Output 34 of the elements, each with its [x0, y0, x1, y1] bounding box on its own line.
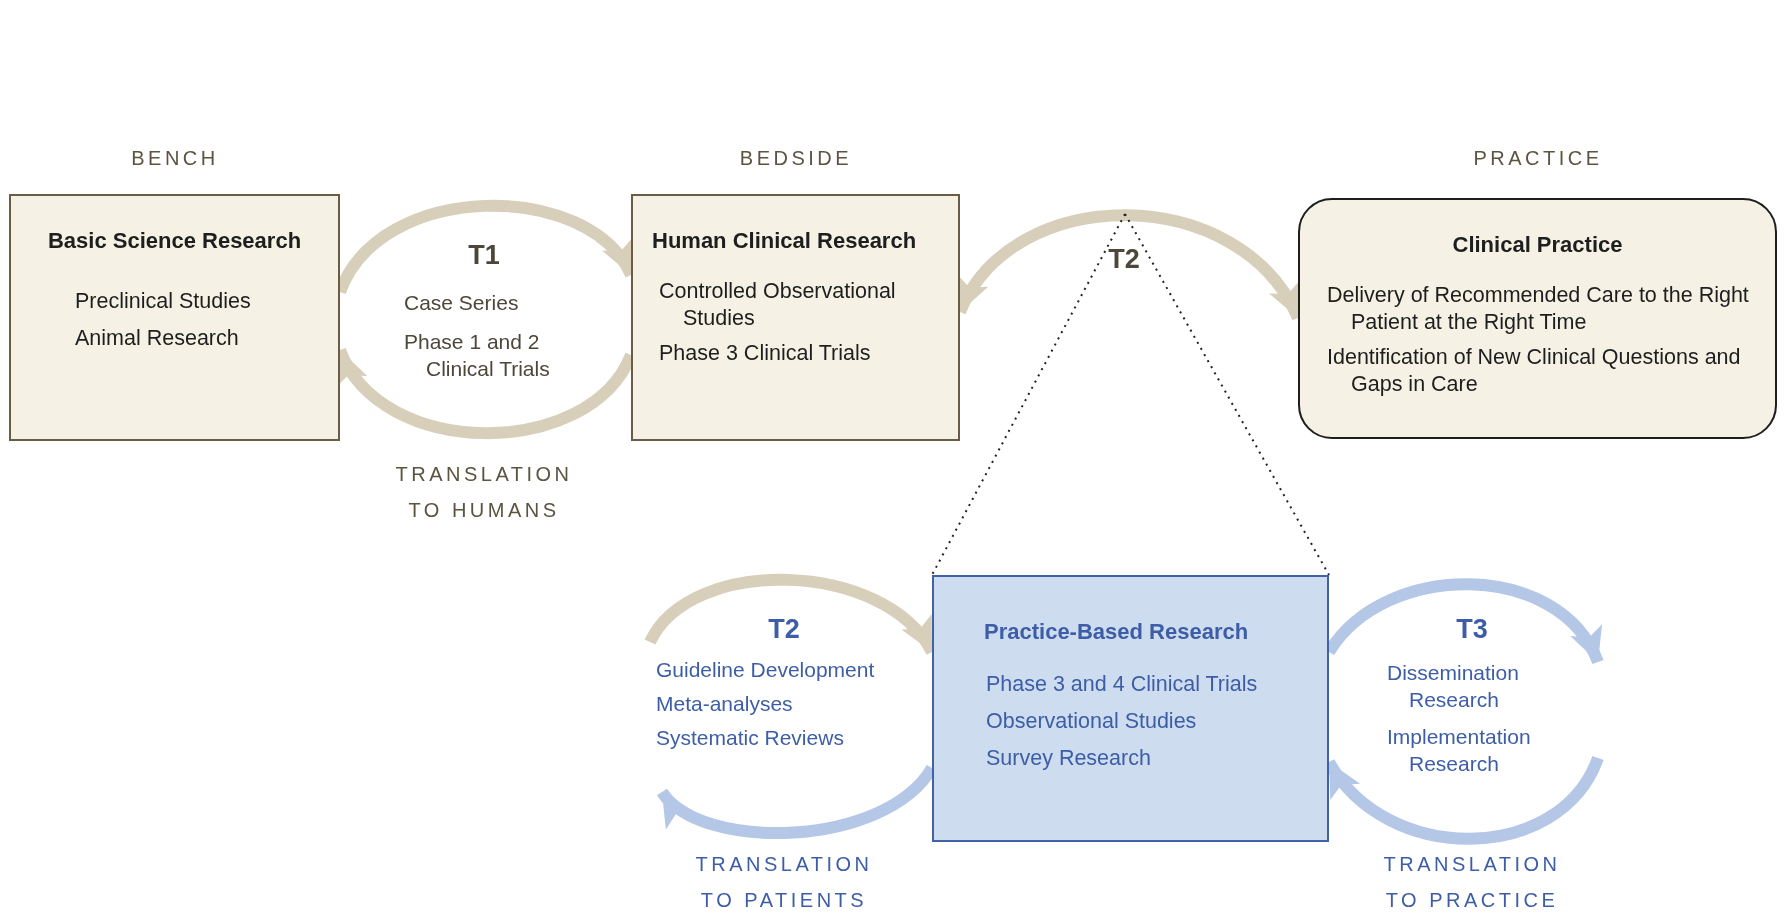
research-box	[631, 194, 960, 441]
study-type: Phase 1 and 2 Clinical Trials	[404, 329, 551, 382]
box-item: Observational Studies	[986, 708, 1198, 735]
box-item: Phase 3 and 4 Clinical Trials	[986, 671, 1259, 698]
translation-caption: TRANSLATION TO PATIENTS	[694, 852, 874, 913]
research-box	[9, 194, 340, 441]
box-item: Animal Research	[75, 325, 240, 352]
box-item: Delivery of Recommended Care to the Right Patient at the Right Time	[1327, 282, 1750, 336]
column-heading: BEDSIDE	[738, 146, 854, 171]
stage-label: T3	[1455, 616, 1489, 643]
box-heading: Basic Science Research	[47, 228, 302, 254]
box-item: Identification of New Clinical Questions and Gaps in Care	[1327, 344, 1742, 398]
study-type: Implementation Research	[1387, 724, 1532, 777]
box-item: Survey Research	[986, 745, 1152, 772]
study-type: Guideline Development	[656, 657, 876, 683]
study-type: Case Series	[404, 290, 520, 316]
translation-caption: TRANSLATION TO PRACTICE	[1382, 852, 1562, 913]
translation-caption: TRANSLATION TO HUMANS	[394, 462, 574, 523]
study-type: Meta-analyses	[656, 691, 794, 717]
box-heading: Human Clinical Research	[652, 228, 917, 254]
stage-label: T2	[767, 616, 801, 643]
study-type: Dissemination Research	[1387, 660, 1520, 713]
stage-label: T2	[1107, 246, 1141, 273]
practice-box	[1298, 198, 1777, 439]
research-box	[932, 575, 1329, 842]
box-item: Preclinical Studies	[75, 288, 252, 315]
box-item: Controlled Observational Studies	[659, 278, 897, 332]
column-heading: BENCH	[130, 146, 220, 171]
study-type: Systematic Reviews	[656, 725, 845, 751]
box-item: Phase 3 Clinical Trials	[659, 340, 872, 367]
stage-label: T1	[467, 242, 501, 269]
box-heading: Clinical Practice	[1452, 232, 1623, 258]
column-heading: PRACTICE	[1472, 146, 1604, 171]
box-heading: Practice-Based Research	[984, 619, 1249, 645]
